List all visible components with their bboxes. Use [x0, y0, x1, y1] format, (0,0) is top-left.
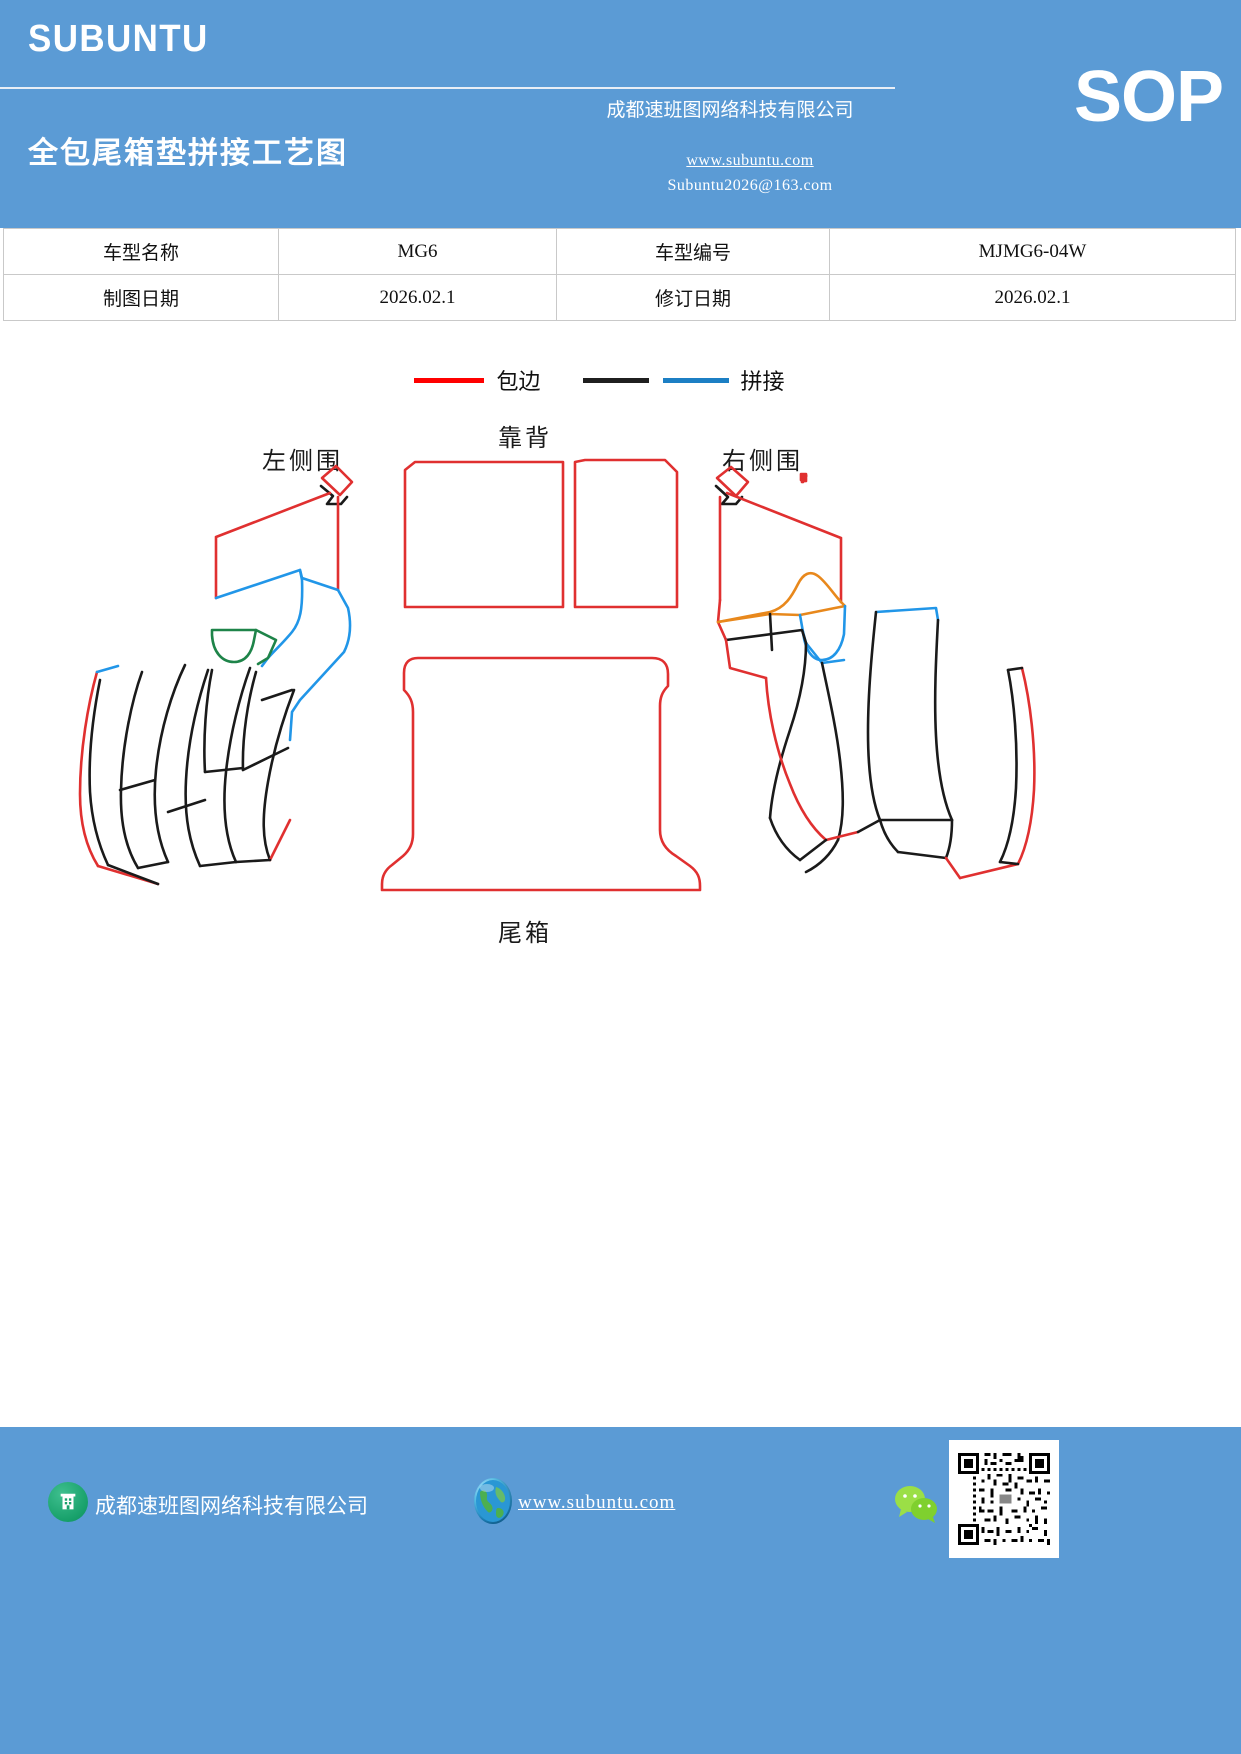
- legend-swatch-red: [414, 377, 485, 383]
- legend-swatch-black: [582, 377, 649, 383]
- sop-badge: SOP: [1073, 57, 1224, 137]
- legend-swatch-blue: [662, 377, 729, 383]
- shape-right-strip-bottom: [798, 818, 882, 862]
- shape-left-strip-bottoms: [106, 858, 272, 886]
- cell-model-code-label: 车型编号: [556, 228, 830, 275]
- document-title: 全包尾箱垫拼接工艺图: [28, 137, 348, 170]
- shape-trunk-floor: [380, 656, 702, 892]
- shape-right-orange-seams: [716, 571, 847, 624]
- shape-left-top-tab: [319, 464, 354, 506]
- legend-item-binding: 包边: [414, 364, 582, 396]
- legend: 包边 拼接: [0, 358, 1241, 402]
- footer-website-link[interactable]: www.subuntu.com: [518, 1492, 676, 1513]
- header-website-link[interactable]: www.subuntu.com: [686, 152, 814, 169]
- shape-right-binding-edge: [724, 638, 1036, 880]
- header-email: Subuntu2026@163.com: [667, 177, 833, 194]
- building-icon: [48, 1482, 88, 1522]
- shape-right-notch-tab: [714, 465, 750, 506]
- cell-revise-date-label: 修订日期: [556, 274, 830, 321]
- shape-backrest-left: [403, 460, 565, 609]
- shape-right-outer-strip: [998, 666, 1024, 866]
- part-label-trunk: 尾箱: [498, 921, 552, 947]
- footer-company-name: 成都速班图网络科技有限公司: [95, 1494, 368, 1518]
- cell-model-code-value: MJMG6-04W: [829, 228, 1236, 275]
- legend-item-seam: 拼接: [582, 364, 827, 396]
- shape-left-upper-panel: [214, 491, 340, 600]
- shape-left-blue-cap: [95, 664, 120, 674]
- cell-model-name-label: 车型名称: [3, 228, 279, 275]
- table-row: 制图日期 2026.02.1 修订日期 2026.02.1: [3, 274, 1236, 321]
- shape-left-upper-seam: [214, 568, 352, 742]
- cell-revise-date-value: 2026.02.1: [829, 274, 1236, 321]
- shape-right-strips: [724, 610, 954, 874]
- globe-icon: [474, 1478, 512, 1524]
- part-label-backrest: 靠背: [498, 426, 552, 452]
- wechat-icon: [893, 1484, 939, 1524]
- table-row: 车型名称 MG6 车型编号 MJMG6-04W: [3, 228, 1236, 275]
- shape-right-top-tab: [799, 472, 808, 484]
- cell-draw-date-value: 2026.02.1: [278, 274, 557, 321]
- pattern-drawing-svg: [78, 458, 1036, 892]
- header-divider: [0, 87, 895, 89]
- shape-backrest-right: [573, 458, 679, 609]
- page-header: SUBUNTU 全包尾箱垫拼接工艺图 成都速班图网络科技有限公司 www.sub…: [0, 0, 1241, 228]
- qr-code-icon: [949, 1440, 1059, 1558]
- legend-label-seam: 拼接: [740, 369, 785, 394]
- cell-model-name-value: MG6: [278, 228, 557, 275]
- shape-left-green-seams: [210, 628, 278, 666]
- cell-draw-date-label: 制图日期: [3, 274, 279, 321]
- brand-logo: SUBUNTU: [28, 18, 209, 60]
- part-label-left-side: 左侧围: [262, 449, 343, 475]
- shape-right-blue-seam: [798, 604, 940, 665]
- vehicle-info-table: 车型名称 MG6 车型编号 MJMG6-04W 制图日期 2026.02.1 修…: [3, 228, 1236, 321]
- legend-label-binding: 包边: [496, 369, 541, 394]
- shape-left-strips: [88, 663, 296, 870]
- header-company-name: 成都速班图网络科技有限公司: [606, 100, 854, 121]
